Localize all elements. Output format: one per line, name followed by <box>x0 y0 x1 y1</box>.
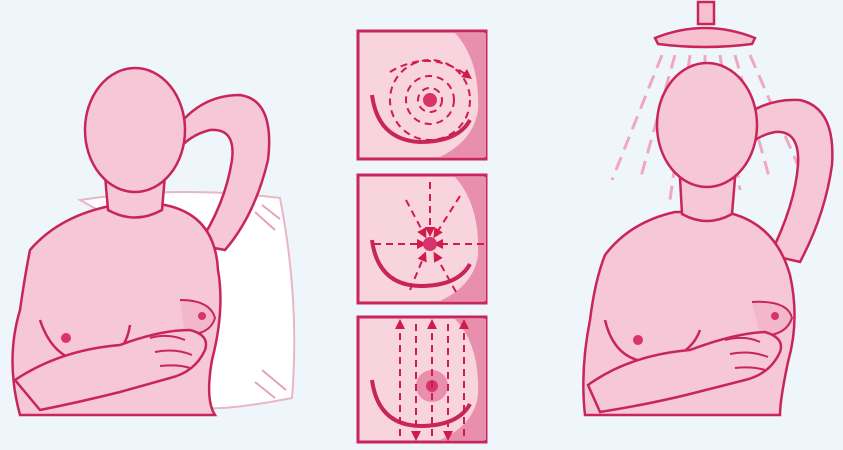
right-figure-in-shower <box>583 2 832 415</box>
technique-panel-vertical <box>358 317 486 442</box>
shower-head-icon <box>655 2 755 47</box>
technique-panel-radial <box>358 175 486 303</box>
technique-panel-circular <box>358 31 486 159</box>
left-figure-lying-down <box>13 68 295 415</box>
